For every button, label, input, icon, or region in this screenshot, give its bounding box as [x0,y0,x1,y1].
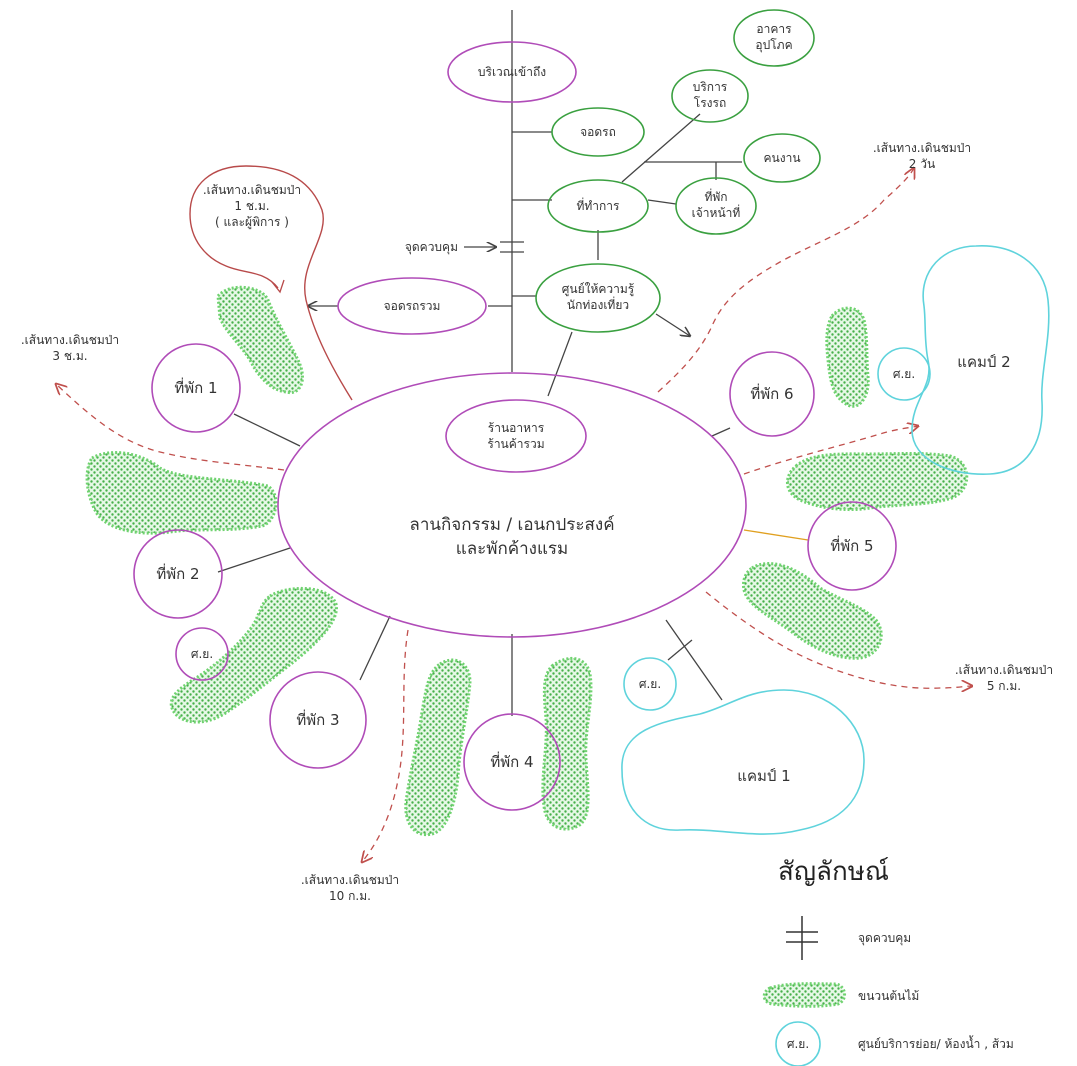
forest-patches [85,285,969,837]
forest-symbol-icon [762,982,846,1008]
visitor-center-node [535,263,661,333]
trail-2d-path [657,168,914,393]
forest-patch [786,452,969,512]
lodge-1-node [151,343,241,433]
office-node [547,179,649,233]
legend-forest-label: ขนวนต้นไม้ [858,989,919,1003]
trail-5km-label-1: .เส้นทาง.เดินชมป่า [955,663,1053,677]
janitor-node [743,133,821,183]
lodge-2-node [133,529,223,619]
forest-patch [216,285,304,395]
legend-title: สัญลักษณ์ [778,857,889,887]
lodge-3-label: ที่พัก 3 [296,709,339,729]
restroom-label: ศ.ย. [639,677,661,691]
parking-group-node [337,277,487,335]
trail-1h-label-1: .เส้นทาง.เดินชมป่า [203,183,301,197]
trail-3h-label-1: .เส้นทาง.เดินชมป่า [21,333,119,347]
utility-building-label-1: อาคาร [756,22,792,36]
vehicle-service-label-1: บริการ [693,80,728,94]
central-area-label-1: ลานกิจกรรม / เอนกประสงค์ [409,515,614,535]
trail-10km-label-1: .เส้นทาง.เดินชมป่า [301,873,399,887]
lodge-6-node [729,351,815,437]
forest-patch [169,586,338,724]
restroom-label: ศ.ย. [191,647,213,661]
forest-patch [85,451,278,535]
forest-patch [541,657,593,831]
lodge-6-label: ที่พัก 6 [750,383,793,403]
entrance-node [447,41,577,103]
trail-right-path [743,426,918,475]
trail-5km-label-2: 5 ก.ม. [987,679,1021,693]
legend-restroom-abbr: ศ.ย. [787,1037,809,1051]
checkpoint-label: จุดควบคุม [405,240,458,255]
restroom-symbol-icon [775,1021,821,1066]
vehicle-service-label-2: โรงรถ [694,96,726,110]
trail-3h-path [56,384,285,471]
restroom-node [623,657,677,711]
staff-lodging-label-1: ที่พัก [704,188,727,204]
legend-restroom-label: ศูนย์บริการย่อย/ ห้องน้ำ , ส้วม [858,1035,1014,1052]
trail-5km-path [705,591,972,688]
trail-3h-label-2: 3 ช.ม. [52,349,87,363]
vehicle-service-node [671,69,749,123]
connectors [217,10,809,716]
forest-patch [742,562,883,660]
trail-1h-label-2: 1 ช.ม. [234,199,269,213]
janitor-label: คนงาน [763,151,800,165]
lodge-5-label: ที่พัก 5 [830,535,873,555]
trail-10km-label-2: 10 ก.ม. [329,889,371,903]
restaurant-label-1: ร้านอาหาร [488,421,545,435]
lodge-3-node [269,671,367,769]
camp-1-area [621,689,865,835]
restaurant-label-2: ร้านค้ารวม [487,437,544,451]
lodge-5-node [807,501,897,591]
staff-lodging-node [675,177,757,235]
central-area-label-2: และพักค้างแรม [456,539,569,559]
trail-1h-label-3: ( และผู้พิการ ) [215,215,289,230]
visitor-center-label-2: นักท่องเที่ยว [567,296,629,312]
lodge-1-label: ที่พัก 1 [174,377,217,397]
visitor-center-label-1: ศูนย์ให้ความรู้ [562,282,635,297]
restroom-node [877,347,931,401]
lodge-4-label: ที่พัก 4 [490,751,533,771]
forest-patch [404,658,472,837]
camp-2-label: แคมป์ 2 [957,353,1010,371]
parking-small-node [551,107,645,157]
lodge-4-node [463,713,561,811]
trails [56,168,972,862]
lodge-2-label: ที่พัก 2 [156,563,199,583]
camp-1-label: แคมป์ 1 [737,767,790,785]
legend: สัญลักษณ์ จุดควบคุม ขนวนต้นไม้ ศ.ย. ศูนย… [762,857,1014,1066]
parking-group-label: จอดรถรวม [384,299,441,313]
utility-building-node [733,9,815,67]
camp-2-area [911,245,1050,475]
entrance-label: บริเวณเข้าถึง [478,65,546,79]
trail-10km-path [362,629,409,862]
trail-1h-bubble [189,165,353,401]
utility-building-label-2: อุปโภค [755,38,792,53]
parking-small-label: จอดรถ [580,125,616,139]
central-activity-area [277,372,747,638]
forest-patch [825,306,870,408]
checkpoint-symbol-icon [786,916,818,960]
staff-lodging-label-2: เจ้าหน้าที่ [692,204,741,220]
legend-checkpoint-label: จุดควบคุม [858,931,911,946]
restroom-node [175,627,229,681]
trail-2d-label-1: .เส้นทาง.เดินชมป่า [873,141,971,155]
restaurant-node [445,399,587,473]
office-label: ที่ทำการ [576,197,620,213]
restroom-label: ศ.ย. [893,367,915,381]
trail-2d-label-2: 2 วัน [909,157,935,171]
